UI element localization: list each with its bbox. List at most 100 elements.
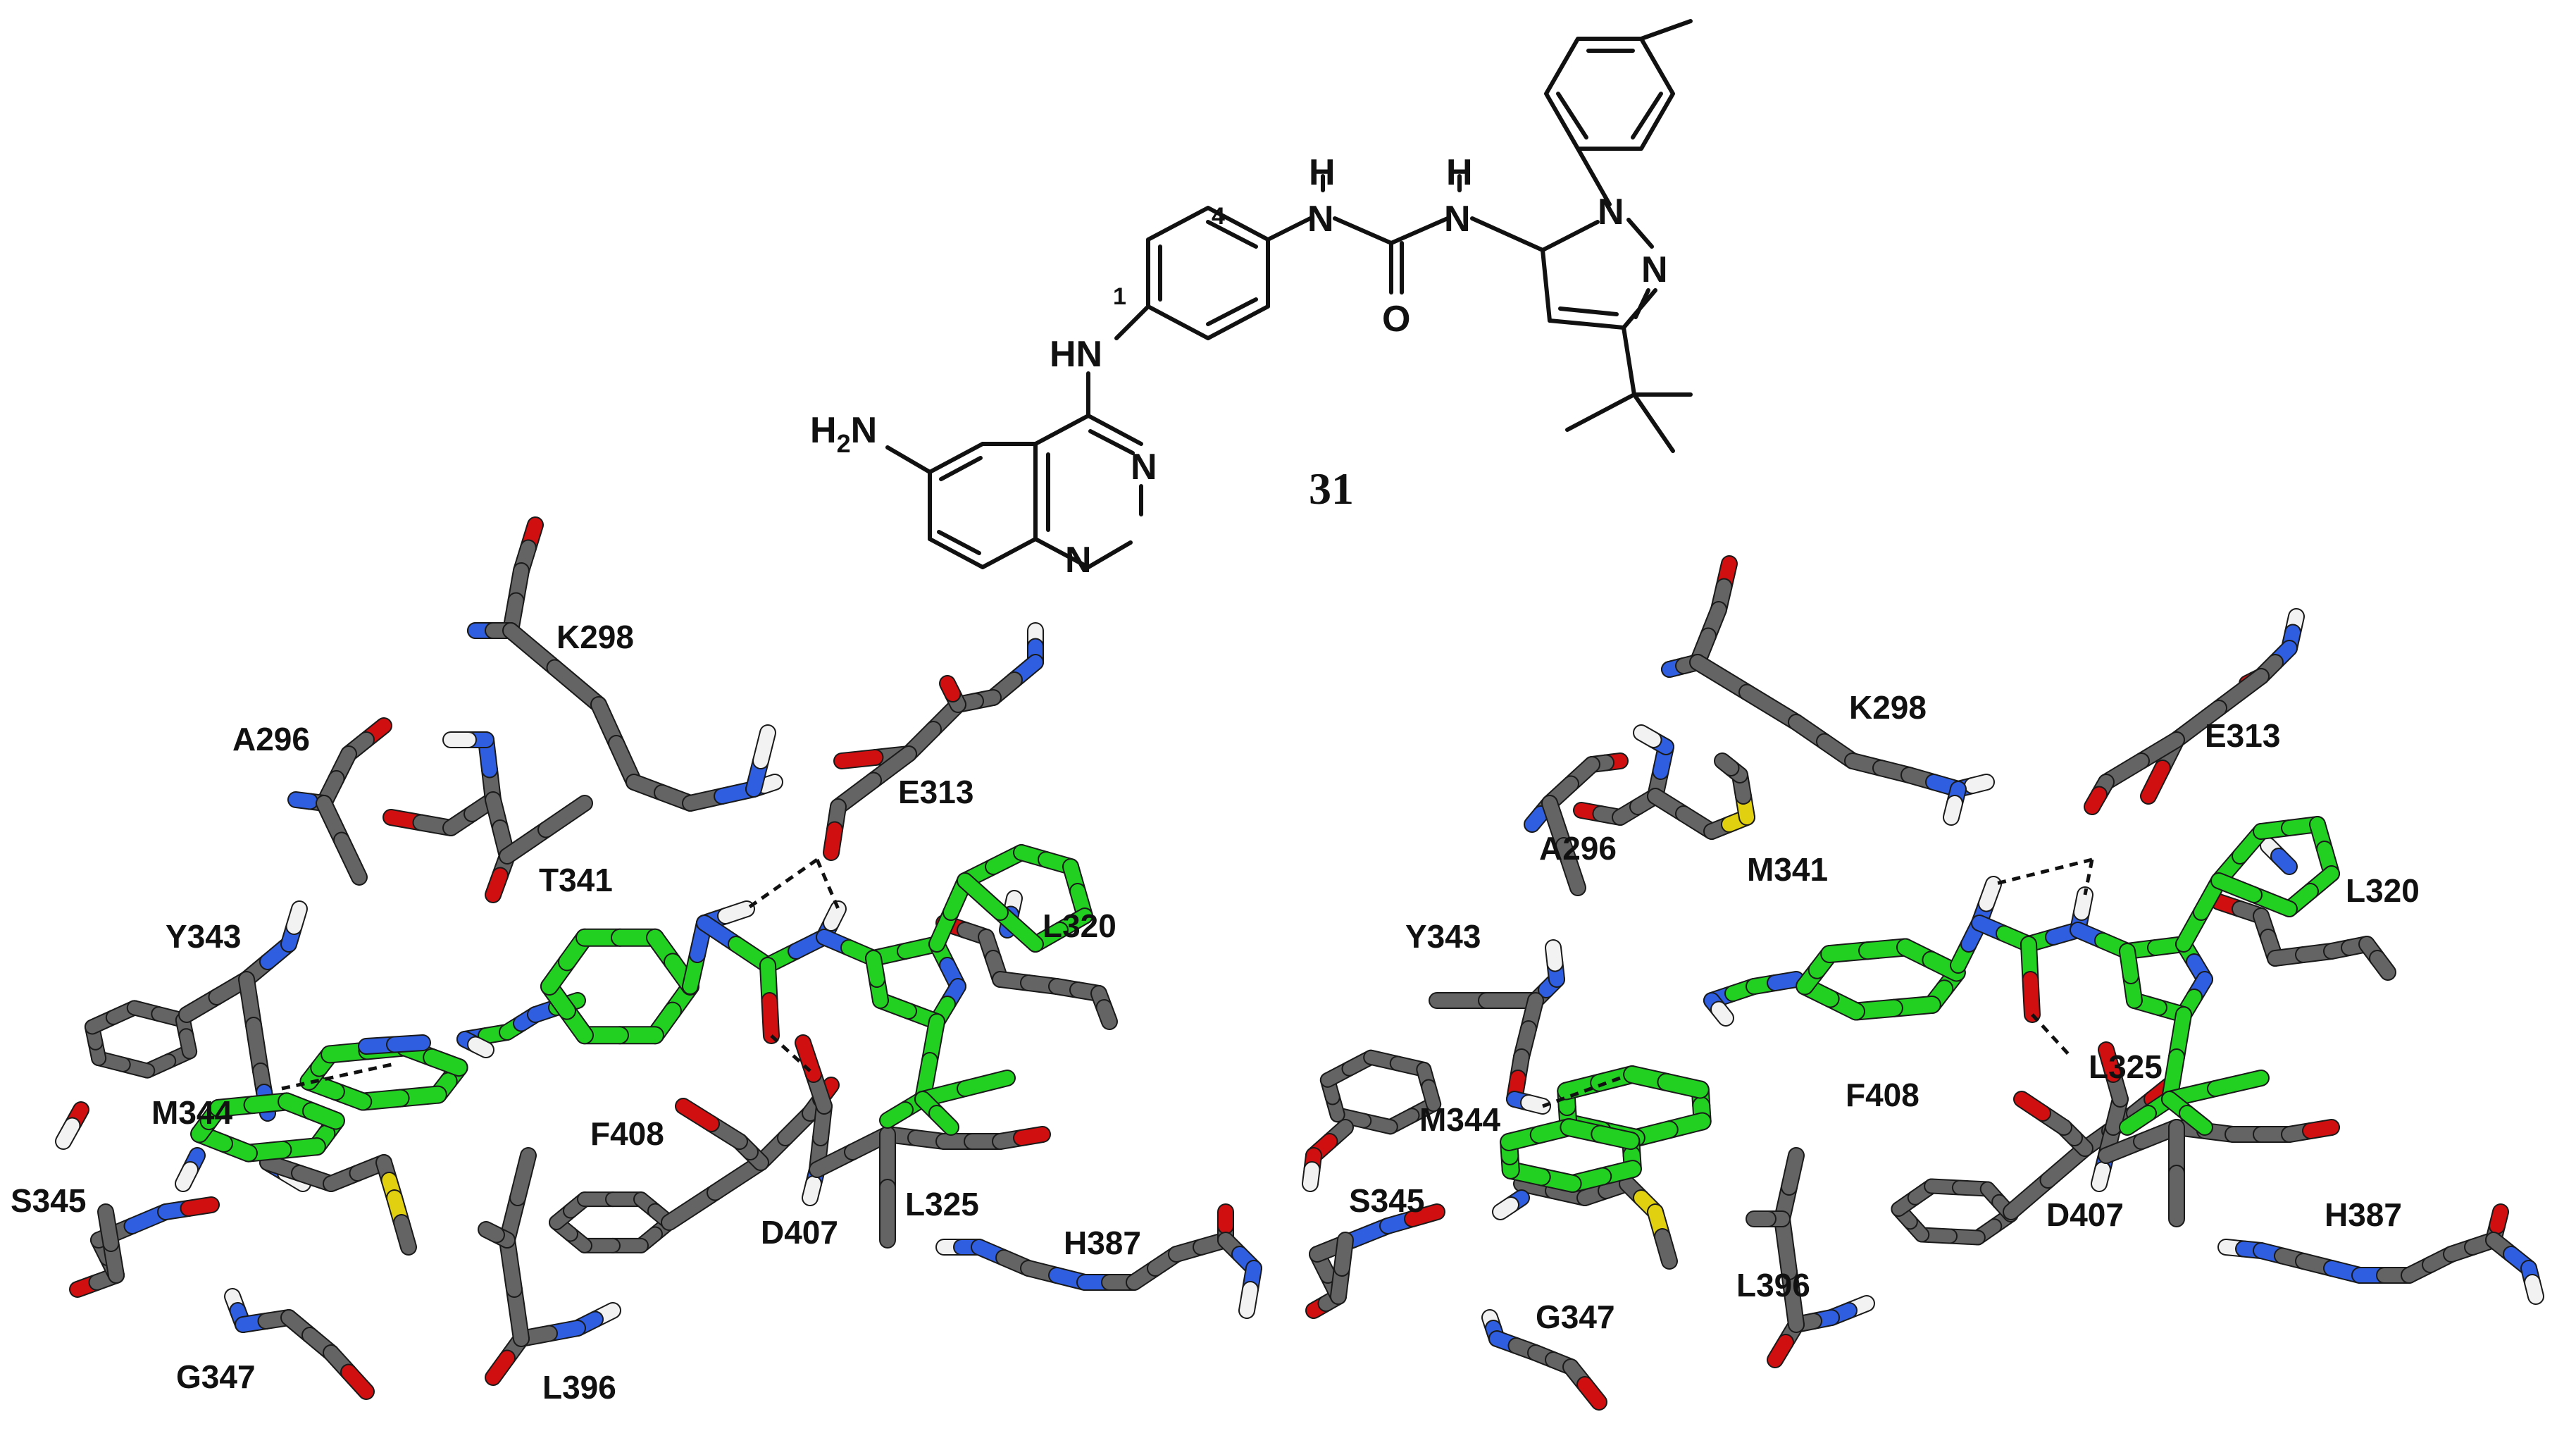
residue-label-k298: K298 xyxy=(556,619,634,655)
residue-label-h387-right: H387 xyxy=(2325,1196,2402,1233)
atom-h2n: H2N xyxy=(810,410,877,458)
residue-label-t341: T341 xyxy=(539,862,613,898)
right-h387-b-bond-1b xyxy=(2525,1275,2543,1303)
right-l320-bond-4b xyxy=(2370,951,2395,979)
left-hbond-e313-1 xyxy=(745,857,819,911)
left-y343-ring-bond-5b xyxy=(180,1029,197,1058)
left-f408-bond-0b xyxy=(708,1156,768,1200)
residue-label-l396: L396 xyxy=(542,1369,616,1406)
left-y343-b-bond-2b xyxy=(287,902,306,934)
right-d407-c-bond-3b xyxy=(2303,1120,2339,1138)
left-a296-bond-2b xyxy=(289,793,317,809)
left-lig-quinaz-ring-bond-5b xyxy=(424,1049,467,1076)
right-lig-tbu-c-bond-0b xyxy=(2180,1106,2212,1134)
atom-n1-quinazoline: N xyxy=(1065,540,1092,581)
residue-label-e313-right: E313 xyxy=(2205,717,2280,754)
stick-models xyxy=(55,516,2544,1411)
pyrazole-ring xyxy=(1541,218,1657,330)
left-lig-urea-bond-1b xyxy=(718,902,754,923)
right-lig-tbu-b-bond-0b xyxy=(2208,1071,2268,1096)
left-lig-tbu-b-bond-0b xyxy=(958,1071,1014,1096)
residue-label-m344: M344 xyxy=(151,1094,232,1131)
left-s345-b-bond-0b xyxy=(99,1205,118,1251)
right-lig-nh-bond-0b xyxy=(1712,1002,1733,1025)
left-a296-b-bond-0b xyxy=(335,833,366,884)
residue-label-a296-right: A296 xyxy=(1539,830,1617,867)
atom-n1-pyrazole: N xyxy=(1598,192,1624,233)
right-a296-b-bond-0b xyxy=(1557,838,1585,895)
compound-structure: N H N H O N N HN N N H2N 4 1 31 xyxy=(810,19,1693,581)
right-h387-bond-6b xyxy=(2490,1205,2508,1233)
right-y343-bond-1b xyxy=(1303,1163,1319,1191)
right-lig-urea-o-bond-0b xyxy=(2023,972,2039,1022)
right-e313-c-bond-1b xyxy=(2085,787,2106,814)
hydrogen-bonds xyxy=(281,857,2094,1108)
left-hbond-m344 xyxy=(281,1062,395,1091)
right-hbond-d407 xyxy=(2031,1013,2072,1058)
right-k298-h-bond-0b xyxy=(1944,796,1962,824)
right-g347-bond-3b xyxy=(1578,1377,1606,1409)
residue-label-g347: G347 xyxy=(176,1358,256,1395)
right-lig-urea-bond-1b xyxy=(1979,877,2001,911)
atom-n-urea-left: N xyxy=(1307,199,1334,240)
left-lig-urea-b-bond-2b xyxy=(824,902,845,930)
right-y343-b-bond-2b xyxy=(1546,941,1562,971)
right-lig-nh2-bond-0b xyxy=(1493,1198,1518,1219)
residue-label-l396-right: L396 xyxy=(1736,1267,1810,1303)
tolyl-ring xyxy=(1544,19,1693,151)
right-lig-tolyl-bond-5b xyxy=(2212,874,2261,902)
left-t341-b-bond-1b xyxy=(486,868,507,902)
right-lig-tbu-bond-1b xyxy=(2120,1106,2155,1134)
atom-o-carbonyl: O xyxy=(1382,299,1410,340)
atom-n3-quinazoline: N xyxy=(1131,447,1157,488)
left-m344-b-bond-3b xyxy=(394,1215,416,1254)
phenylene-ring xyxy=(1146,206,1270,340)
left-e313-b-bond-1b xyxy=(824,822,842,860)
right-m344-bond-0b xyxy=(1522,1096,1550,1113)
atom-n2-pyrazole: N xyxy=(1641,249,1668,290)
residue-label-a296: A296 xyxy=(232,721,310,757)
residue-label-d407: D407 xyxy=(761,1214,838,1251)
atom-h-urea-left: H xyxy=(1309,152,1336,193)
right-l396-b-bond-0a xyxy=(1782,1265,1803,1332)
residue-label-s345: S345 xyxy=(11,1182,86,1219)
right-l320-b-bond-0b xyxy=(2272,849,2296,874)
left-e313-bond-4b xyxy=(835,750,883,768)
residue-label-l320-right: L320 xyxy=(2346,872,2420,909)
left-g347-bond-3b xyxy=(342,1365,373,1399)
left-lig-tbu-bond-1b xyxy=(881,1103,912,1127)
left-lig-nh-bond-0b xyxy=(468,1037,493,1057)
right-l396-b-bond-1b xyxy=(1782,1148,1803,1194)
left-lig-tolyl-bond-5b xyxy=(958,874,1007,919)
left-lig-pyraz-bond-5b xyxy=(866,951,884,986)
right-e313-b-bond-0b xyxy=(2170,701,2226,747)
left-k298-bond-8b xyxy=(757,775,782,793)
residue-label-m341-right: M341 xyxy=(1747,851,1828,888)
left-d407-c-bond-3b xyxy=(1014,1127,1050,1145)
residue-label-h387: H387 xyxy=(1064,1225,1141,1261)
position-label-1: 1 xyxy=(1113,283,1126,310)
right-s345-bond-3b xyxy=(1405,1205,1444,1226)
left-l320-bond-4b xyxy=(1097,1001,1116,1029)
right-s345-b-bond-0b xyxy=(1335,1233,1352,1275)
residue-label-f408-right: F408 xyxy=(1846,1077,1919,1113)
left-y343-bond-0b xyxy=(56,1118,80,1148)
right-panel-labels: K298 E313 A296 M341 L320 Y343 L325 M344 … xyxy=(1349,689,2420,1335)
right-lig-urea-b-bond-2b xyxy=(2074,888,2092,919)
left-hbond-e313-2 xyxy=(815,859,840,910)
left-k298-bond-4a xyxy=(504,624,562,675)
left-s345-bond-3b xyxy=(181,1198,218,1215)
right-l396-bond-2b xyxy=(1768,1335,1793,1367)
right-lig-pyraz-bond-5b xyxy=(2120,944,2138,983)
left-t341-c-bond-0b xyxy=(539,796,592,837)
left-d407-bond-0b xyxy=(803,1177,821,1205)
right-k298-bond-4a xyxy=(1691,655,1754,700)
left-l396-c-bond-0b xyxy=(479,1222,504,1242)
residue-label-y343: Y343 xyxy=(166,918,241,955)
quinazoline-ring xyxy=(885,414,1143,569)
residue-label-l325-right: L325 xyxy=(2089,1048,2163,1085)
right-k298-bond-4b xyxy=(1740,685,1803,729)
residue-label-g347-right: G347 xyxy=(1536,1299,1615,1335)
right-hbond-e313-1 xyxy=(1993,857,2093,886)
right-y343-ring-bond-5b xyxy=(1422,1080,1441,1111)
